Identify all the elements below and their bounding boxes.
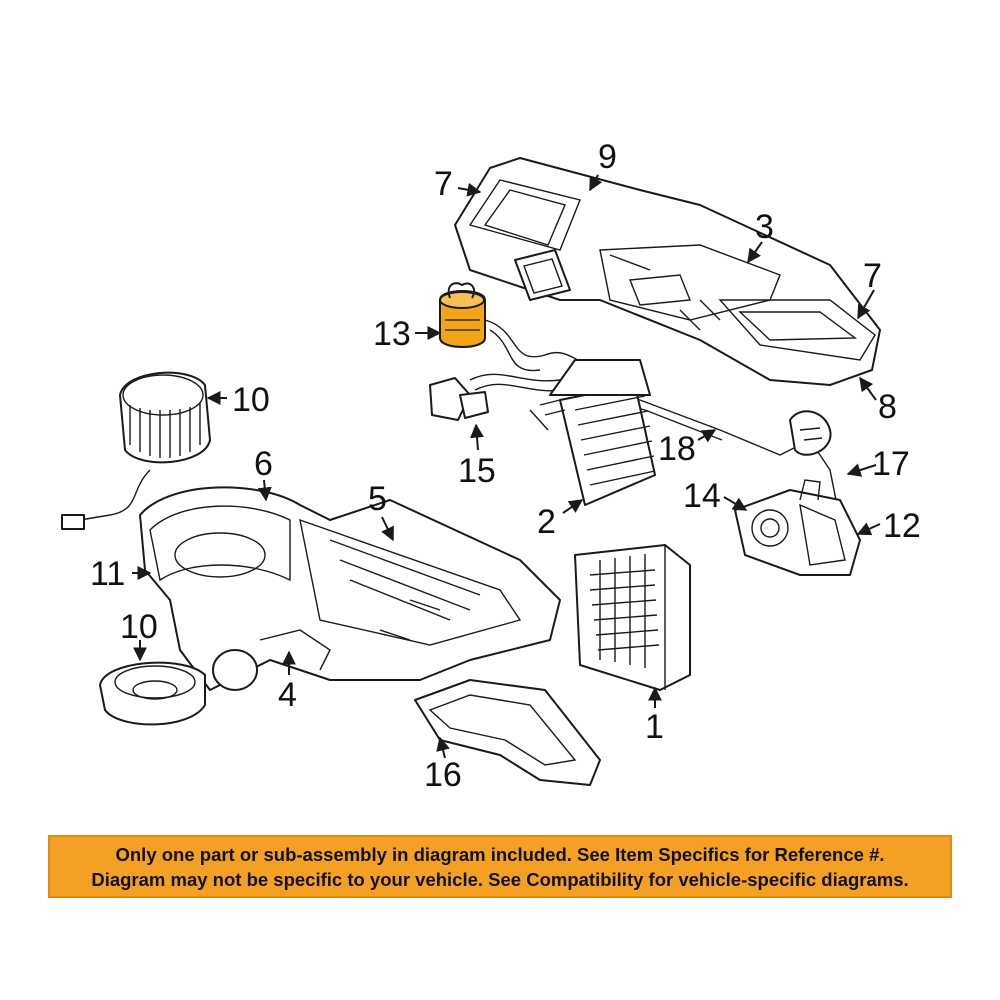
callout-10-upper: 10 (232, 381, 270, 419)
callout-10-lower: 10 (120, 608, 158, 646)
leader-lines (132, 174, 881, 759)
callout-6: 6 (254, 445, 273, 483)
notice-line-2: Diagram may not be specific to your vehi… (91, 868, 909, 890)
callout-16: 16 (424, 756, 462, 794)
blower-motor-10-upper (61, 371, 211, 530)
callout-17: 17 (872, 445, 910, 483)
callout-3: 3 (755, 208, 774, 246)
callout-1: 1 (645, 708, 664, 746)
highlighted-part-13 (439, 282, 486, 348)
callout-18: 18 (658, 430, 696, 468)
blower-motor-10-lower (99, 661, 206, 726)
callout-4: 4 (278, 676, 297, 714)
actuator-12 (734, 479, 861, 576)
callout-12: 12 (883, 507, 921, 545)
callout-15: 15 (458, 452, 496, 490)
evaporator-core-1 (574, 544, 691, 691)
lower-hvac-housing (139, 486, 561, 691)
callout-5: 5 (368, 480, 387, 518)
notice-banner: Only one part or sub-assembly in diagram… (48, 835, 952, 898)
notice-line-1: Only one part or sub-assembly in diagram… (115, 843, 885, 865)
duct-16 (414, 679, 601, 786)
callout-11: 11 (90, 555, 125, 593)
callout-8: 8 (878, 388, 897, 426)
upper-hvac-housing (454, 157, 881, 386)
callout-labels: 9 7 3 7 13 8 10 15 18 17 6 5 14 12 2 11 … (90, 138, 921, 794)
callout-7-right: 7 (863, 257, 882, 295)
callout-2: 2 (537, 503, 556, 541)
callout-13: 13 (373, 315, 411, 353)
callout-14: 14 (683, 477, 721, 515)
callout-9: 9 (598, 138, 617, 176)
callout-7-top: 7 (434, 165, 453, 203)
vacuum-harness (429, 319, 841, 521)
heater-core-2 (529, 359, 656, 506)
